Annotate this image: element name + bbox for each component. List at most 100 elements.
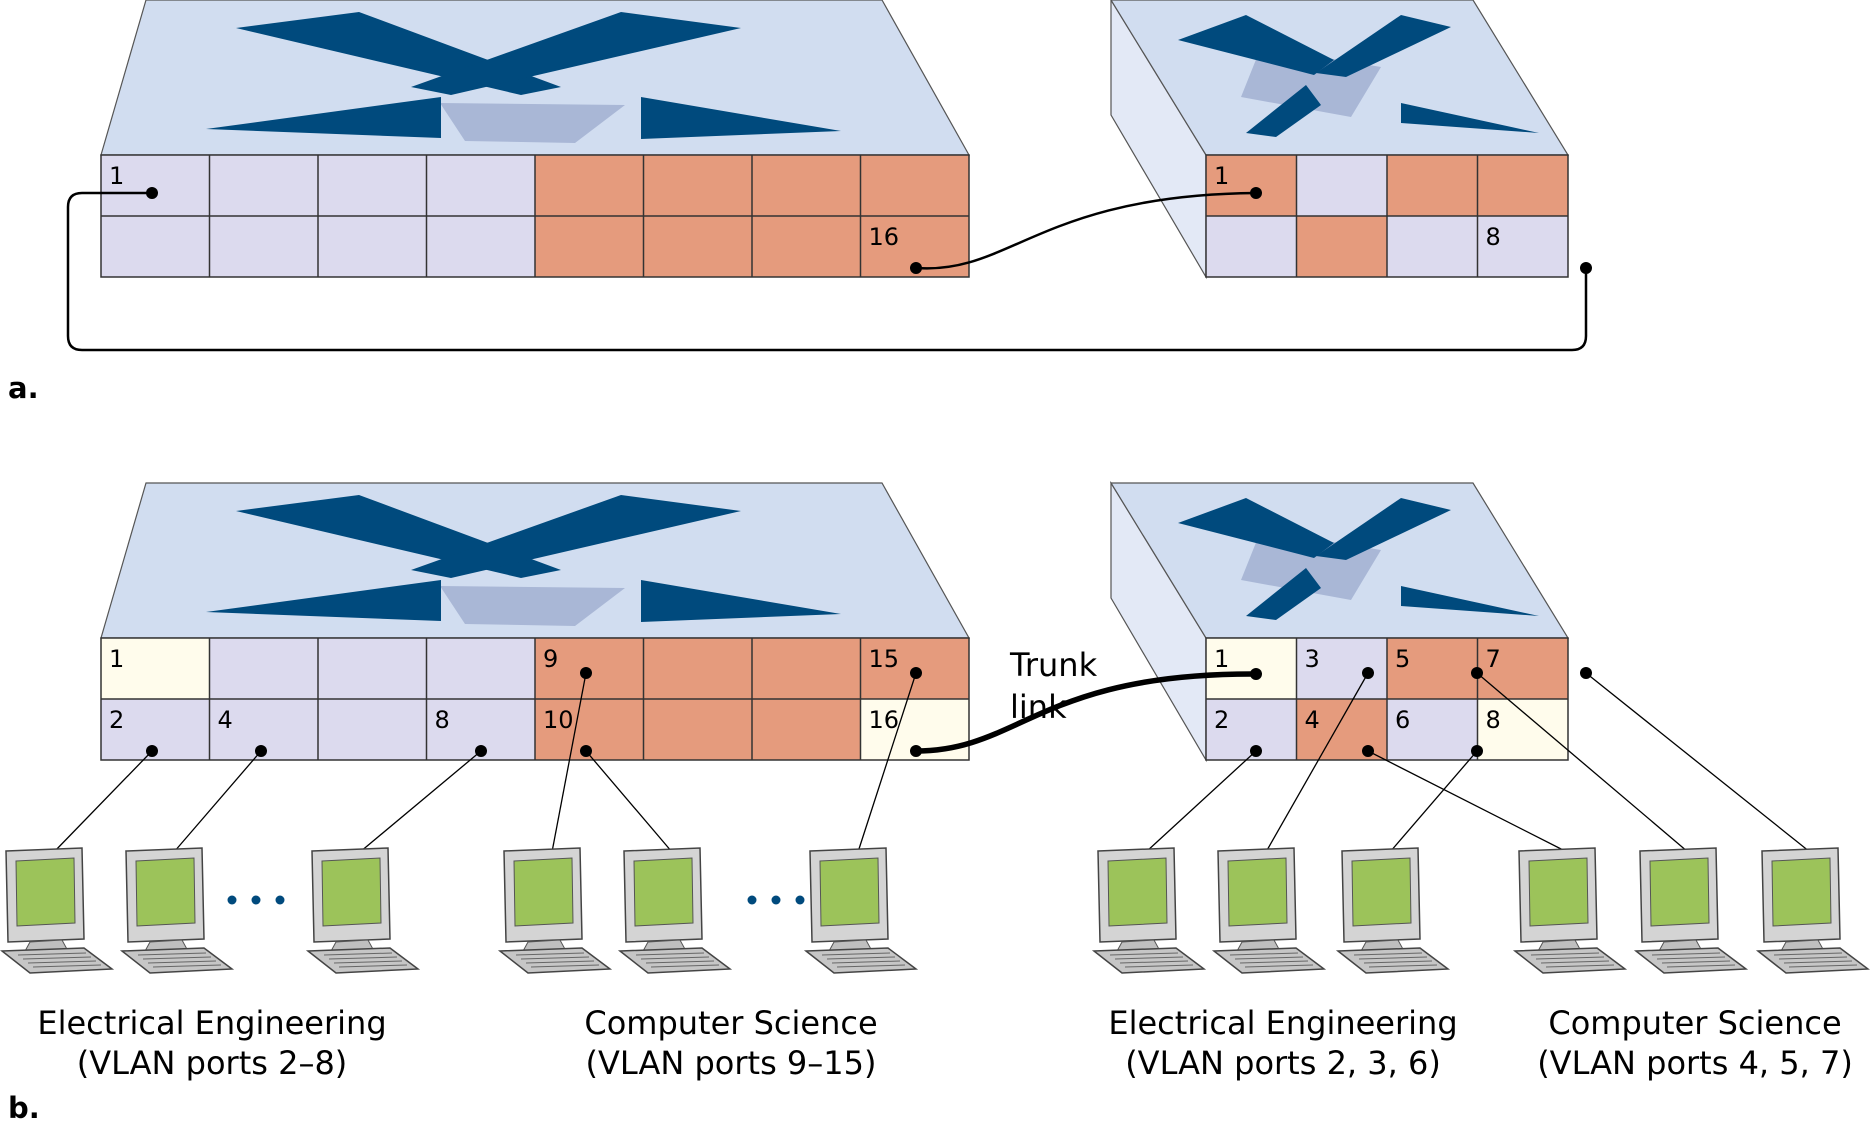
port-cell	[535, 216, 644, 277]
port-cell	[643, 216, 752, 277]
port-cell	[426, 216, 535, 277]
keyboard-key-row	[826, 956, 896, 960]
port-number: 1	[109, 162, 124, 190]
switch-logo-arm	[1246, 85, 1321, 137]
computer-icon	[305, 847, 421, 974]
keyboard-key-row	[821, 952, 891, 956]
keyboard-key-row	[152, 964, 222, 968]
computer-icon	[803, 847, 919, 974]
device-cable	[173, 750, 262, 853]
keyboard-key-row	[17, 952, 87, 956]
port-cell	[1477, 638, 1568, 699]
computer-icon	[119, 847, 235, 974]
port-number: 5	[1395, 645, 1410, 673]
loop-cable	[66, 191, 1588, 352]
monitor-screen	[1351, 857, 1412, 927]
port-cell	[318, 638, 427, 699]
port-cell	[1296, 155, 1387, 216]
monitor-screen	[633, 857, 694, 927]
port-cell	[1477, 216, 1568, 277]
keyboard-key-row	[1783, 960, 1853, 964]
computer-icon	[1755, 847, 1870, 974]
device-cable	[1265, 672, 1369, 853]
port-number: 8	[1486, 223, 1501, 251]
device-cable	[1367, 750, 1568, 853]
group-ee-right-name: Electrical Engineering	[1108, 1004, 1457, 1042]
device-cable	[857, 672, 917, 853]
port-dot	[1580, 667, 1592, 679]
keyboard	[1512, 947, 1628, 974]
switch-logo-arm	[1246, 568, 1321, 620]
keyboard	[305, 947, 421, 974]
device-cable	[1145, 750, 1257, 853]
switch-a-right: 18	[1110, 0, 1570, 280]
port-number: 4	[1305, 706, 1320, 734]
port-cell	[643, 155, 752, 216]
keyboard	[803, 947, 919, 974]
group-cs-right-ports: (VLAN ports 4, 5, 7)	[1537, 1044, 1853, 1082]
port-cell	[318, 699, 427, 760]
computers-layer	[0, 847, 1870, 974]
trunk-label-line1: Trunk	[1009, 646, 1098, 684]
keyboard-key-row	[1778, 956, 1848, 960]
keyboard-key-row	[530, 964, 600, 968]
monitor-screen	[1528, 857, 1589, 927]
port-cell	[209, 155, 318, 216]
monitor-screen	[1107, 857, 1168, 927]
keyboard-key-row	[831, 960, 901, 964]
port-dot	[1250, 745, 1262, 757]
part-b-label: b.	[8, 1091, 40, 1125]
computer-icon	[497, 847, 613, 974]
keyboard-key-row	[22, 956, 92, 960]
port-number: 1	[109, 645, 124, 673]
wires-layer	[53, 187, 1811, 853]
monitor-screen	[819, 857, 880, 927]
keyboard-key-row	[1530, 952, 1600, 956]
port-cell	[426, 155, 535, 216]
port-number: 15	[869, 645, 900, 673]
port-number: 16	[869, 223, 900, 251]
port-cell	[1206, 216, 1297, 277]
switch-a-left: 1 16	[100, 0, 971, 278]
computer-icon	[617, 847, 733, 974]
computer-icon	[1091, 847, 1207, 974]
keyboard-key-row	[1109, 952, 1179, 956]
ellipsis-dot	[275, 895, 285, 905]
device-cable	[585, 750, 673, 853]
keyboard-key-row	[1363, 960, 1433, 964]
port-number: 8	[435, 706, 450, 734]
keyboard-key-row	[1119, 960, 1189, 964]
monitor-screen	[321, 857, 382, 927]
port-dot	[1362, 745, 1374, 757]
keyboard-key-row	[525, 960, 595, 964]
port-number: 2	[109, 706, 124, 734]
ellipsis-dot	[747, 895, 757, 905]
text-layer: a. b. Trunk link Electrical Engineering …	[8, 371, 1853, 1125]
port-dot	[146, 745, 158, 757]
keyboard-key-row	[635, 952, 705, 956]
device-cable	[359, 750, 482, 853]
switch-logo-arm	[206, 580, 441, 621]
keyboard-key-row	[640, 956, 710, 960]
ellipsis-dot	[251, 895, 261, 905]
keyboard-key-row	[27, 960, 97, 964]
keyboard-key-row	[515, 952, 585, 956]
monitor-screen	[513, 857, 574, 927]
keyboard-key-row	[1244, 964, 1314, 968]
group-ee-left-ports: (VLAN ports 2–8)	[77, 1044, 348, 1082]
port-dot	[910, 262, 922, 274]
port-number: 8	[1486, 706, 1501, 734]
switch-logo-shadow	[440, 586, 625, 626]
keyboard-key-row	[1368, 964, 1438, 968]
port-dot	[1471, 667, 1483, 679]
group-cs-left-name: Computer Science	[584, 1004, 877, 1042]
switch-logo-arm	[1401, 586, 1539, 616]
port-dot	[910, 745, 922, 757]
keyboard-key-row	[1788, 964, 1858, 968]
port-cell	[1387, 216, 1478, 277]
monitor-screen	[1771, 857, 1832, 927]
keyboard	[617, 947, 733, 974]
